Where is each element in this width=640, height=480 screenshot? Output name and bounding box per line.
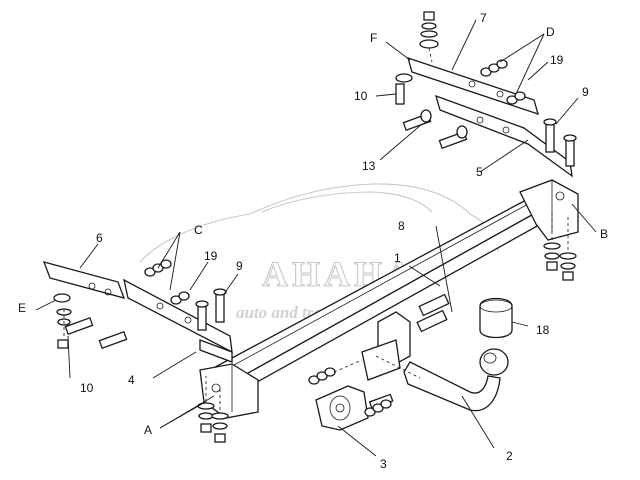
callout-C: C <box>194 223 203 237</box>
center-mount <box>361 293 450 381</box>
callout-8: 8 <box>398 219 405 233</box>
callout-19-right: 19 <box>550 53 564 67</box>
callout-13: 13 <box>362 159 376 173</box>
callout-E: E <box>18 301 26 315</box>
tow-ball-cap <box>479 297 513 339</box>
callout-1: 1 <box>394 251 401 265</box>
washer-stack-e <box>53 293 72 349</box>
washer-stack-top-right <box>419 11 439 49</box>
callout-6: 6 <box>96 231 103 245</box>
callout-B: B <box>600 227 608 241</box>
callout-2: 2 <box>506 449 513 463</box>
watermark-car-outline <box>139 183 499 263</box>
callout-4: 4 <box>128 373 135 387</box>
callout-18: 18 <box>536 323 550 337</box>
callout-D: D <box>546 25 555 39</box>
left-side-plate <box>42 261 126 299</box>
washer-stack-b <box>543 242 577 281</box>
washer-stack-a <box>197 402 229 443</box>
callout-9-left: 9 <box>236 259 243 273</box>
callout-A: A <box>144 423 152 437</box>
right-side-plate <box>407 56 539 116</box>
callout-10-right: 10 <box>354 89 368 103</box>
callout-5: 5 <box>476 165 483 179</box>
callout-9-right: 9 <box>582 85 589 99</box>
washer-stack-socket <box>308 367 392 417</box>
watermark-car-window <box>261 191 433 213</box>
callout-19-left: 19 <box>204 249 218 263</box>
callout-labels: 1 2 3 4 5 6 7 8 9 9 10 10 13 18 19 19 A … <box>18 11 608 471</box>
right-bracket <box>435 94 573 178</box>
left-bracket <box>123 278 233 363</box>
callout-3: 3 <box>380 457 387 471</box>
callout-7: 7 <box>480 11 487 25</box>
tow-ball-arm <box>375 348 509 412</box>
assembly-lines <box>63 47 569 410</box>
callout-10-left: 10 <box>80 381 94 395</box>
main-crossbeam <box>199 179 579 419</box>
leader-lines <box>35 19 597 457</box>
washer-stack-d <box>480 59 526 105</box>
callout-F: F <box>370 31 377 45</box>
socket-plate <box>315 385 369 431</box>
